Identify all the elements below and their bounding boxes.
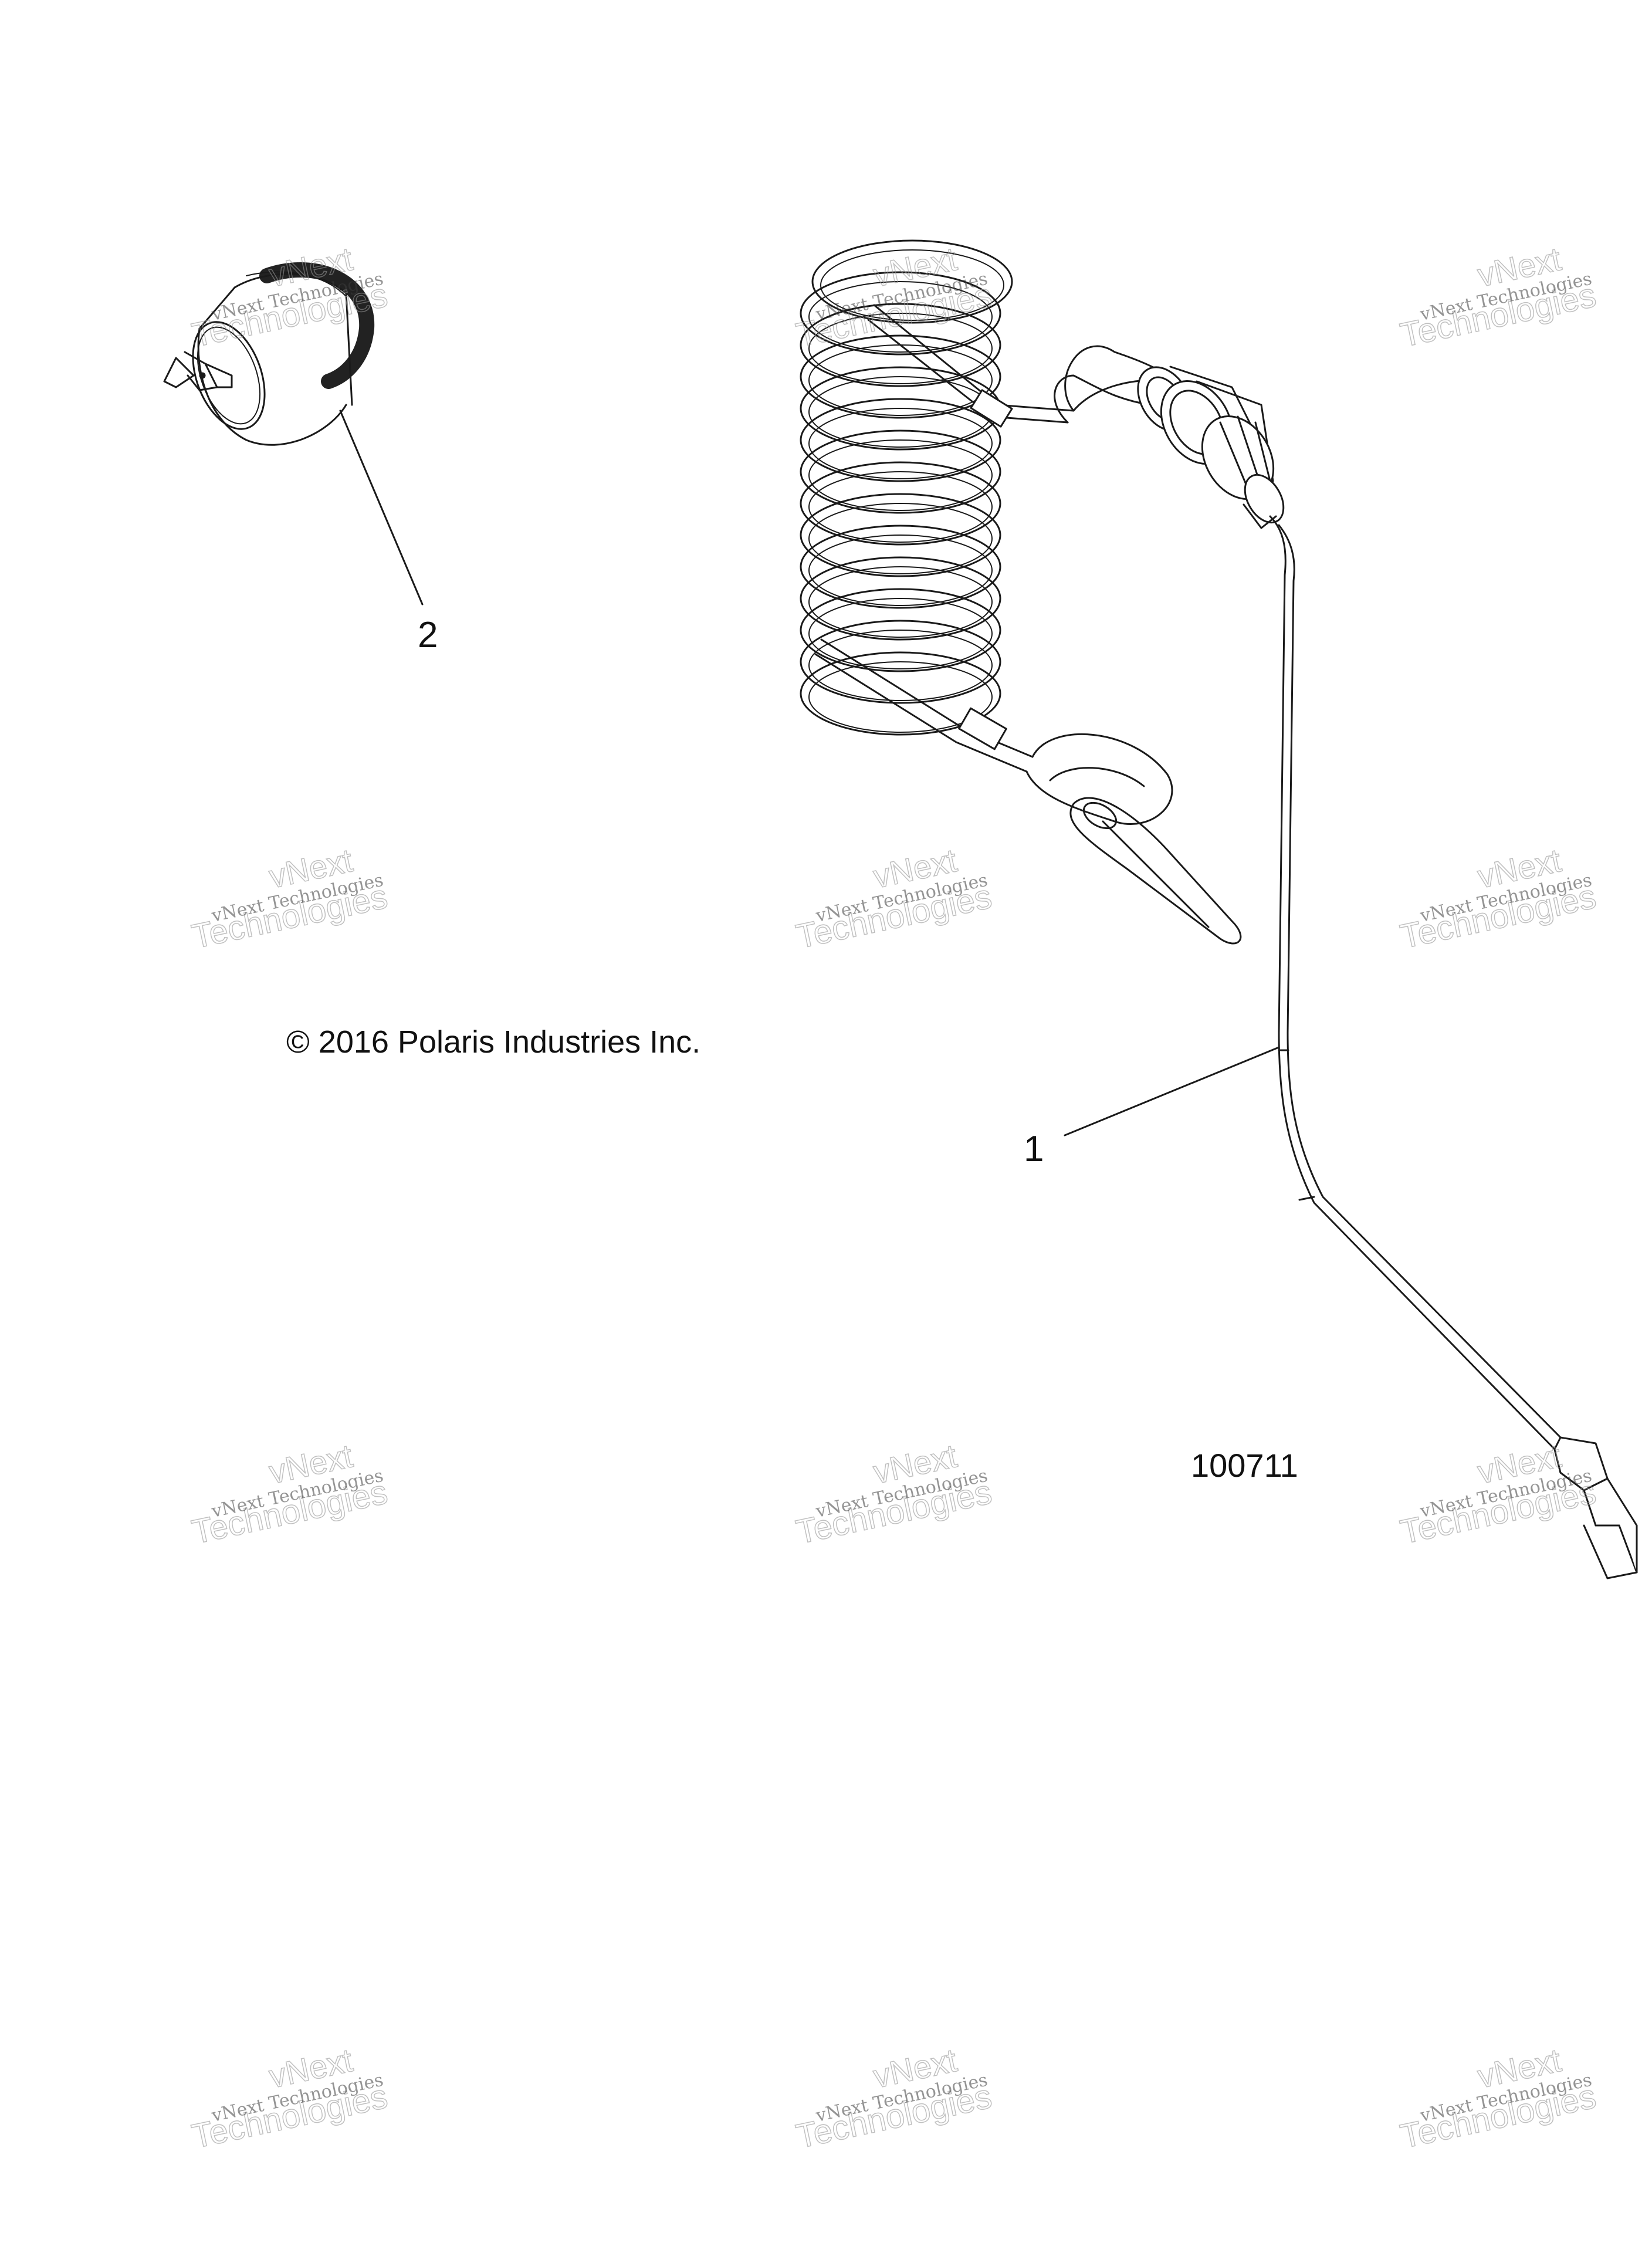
coil-loop-inner [808,408,993,479]
coil-loop [800,429,1001,514]
coil-loop-inner [808,471,993,543]
callout-part-1: 1 [1024,1129,1044,1169]
coil-loop [800,556,1001,641]
coil-loop [800,588,1001,672]
part-2-sleeve-clamp [163,262,375,446]
coil-loop [800,461,1001,546]
copyright-notice: © 2016 Polaris Industries Inc. [286,1024,701,1060]
coil-loop-inner [808,313,993,384]
coil-loop-inner [820,249,1004,321]
coil-loop [800,334,1001,419]
coil-loop-inner [808,566,993,638]
coil-loop [800,651,1001,736]
coil-loop-inner [808,661,993,733]
leader-line-2 [339,410,424,605]
coil-loop [811,239,1013,324]
leader-line-1 [1064,1046,1280,1136]
coil-loop [800,398,1001,482]
coil-loop-inner [808,598,993,669]
coil-loop-inner [808,630,993,701]
coil-loop-inner [808,344,993,416]
cable [1269,515,1556,1450]
coil-loop-inner [808,535,993,606]
coil-loop [800,303,1001,387]
connector [1553,1436,1638,1579]
callout-part-2: 2 [418,615,438,655]
coil-spring [800,239,1013,736]
switch-body [1137,366,1285,529]
coil-loop [800,271,1001,356]
coil-loop [800,493,1001,577]
figure-number: 100711 [1191,1447,1298,1484]
coil-loop-inner [808,376,993,448]
coil-loop-inner [808,439,993,511]
coil-loop [800,525,1001,609]
coil-loop-inner [808,503,993,574]
part-1-coil-tether [800,239,1638,1579]
coil-loop [800,620,1001,704]
coil-loop-inner [808,281,993,353]
